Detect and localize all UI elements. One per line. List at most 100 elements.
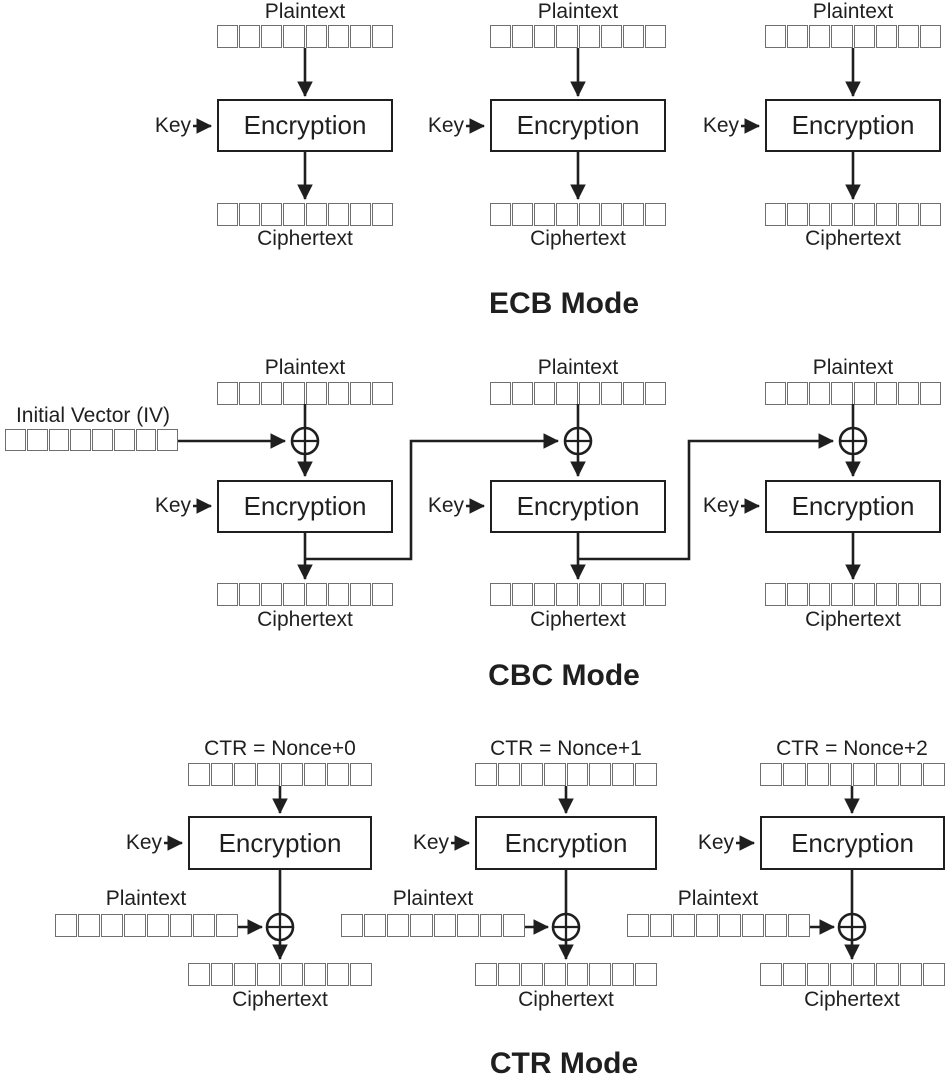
- ctr-col3-plaintext-row: [627, 914, 810, 937]
- block-cell: [217, 203, 239, 226]
- block-cell: [92, 429, 113, 451]
- ciphertext-label: Ciphertext: [530, 227, 626, 250]
- block-cell: [876, 963, 899, 986]
- block-cell: [349, 583, 371, 606]
- block-cell: [475, 963, 497, 986]
- block-cell: [897, 382, 919, 405]
- block-cell: [899, 763, 922, 786]
- plaintext-label: Plaintext: [677, 887, 759, 910]
- cbc-chain-arrow-1: [305, 433, 560, 561]
- cbc-col2-ciphertext-row: [490, 583, 666, 606]
- xor-gate: [290, 426, 320, 456]
- ctr-col1-ciphertext-row: [188, 963, 372, 986]
- plaintext-label: Plaintext: [392, 887, 474, 910]
- ctr-col3-counter-row: [760, 763, 945, 786]
- ciphertext-label: Ciphertext: [805, 227, 901, 250]
- block-cell: [124, 914, 146, 937]
- block-cell: [305, 382, 327, 405]
- cbc-col3-ciphertext-row: [765, 583, 941, 606]
- block-cell: [612, 963, 635, 986]
- block-cell: [809, 203, 831, 226]
- block-cell: [135, 429, 157, 451]
- block-cell: [364, 914, 387, 937]
- block-cell: [234, 763, 257, 786]
- block-cell: [371, 382, 393, 405]
- block-cell: [829, 963, 852, 986]
- plaintext-label: Plaintext: [105, 887, 187, 910]
- block-cell: [787, 382, 809, 405]
- block-cell: [211, 763, 234, 786]
- encryption-box: Encryption: [765, 99, 941, 152]
- block-cell: [70, 429, 91, 451]
- ctr-col2-plaintext-row: [341, 914, 525, 937]
- block-cell: [490, 583, 512, 606]
- block-cell: [899, 963, 922, 986]
- block-cell: [787, 25, 809, 48]
- block-cell: [919, 203, 941, 226]
- ctr-col1-plaintext-row: [55, 914, 238, 937]
- block-cell: [433, 914, 456, 937]
- block-cell: [283, 25, 305, 48]
- block-cell: [217, 583, 239, 606]
- block-cell: [217, 25, 239, 48]
- block-cell: [349, 382, 371, 405]
- block-cell: [305, 583, 327, 606]
- block-cell: [490, 203, 512, 226]
- block-cell: [234, 963, 257, 986]
- cbc-mode-title: CBC Mode: [488, 659, 640, 692]
- block-cell: [512, 583, 534, 606]
- block-cell: [589, 963, 612, 986]
- block-cell: [543, 963, 566, 986]
- block-cell: [147, 914, 169, 937]
- block-cell: [543, 763, 566, 786]
- block-cell: [217, 382, 239, 405]
- block-cell: [211, 963, 234, 986]
- block-cell: [556, 382, 578, 405]
- block-cell: [831, 203, 853, 226]
- block-cell: [897, 25, 919, 48]
- block-cell: [5, 429, 26, 451]
- xor-gate: [563, 426, 593, 456]
- block-cell: [534, 203, 556, 226]
- block-cell: [566, 763, 589, 786]
- plaintext-label: Plaintext: [537, 356, 619, 379]
- block-cell: [787, 203, 809, 226]
- block-cell: [765, 382, 787, 405]
- encryption-box: Encryption: [760, 816, 945, 870]
- block-cell: [919, 583, 941, 606]
- block-cell: [809, 583, 831, 606]
- block-cell: [875, 583, 897, 606]
- ecb-col2-plaintext-row: [490, 25, 666, 48]
- block-cell: [650, 914, 672, 937]
- block-cell: [853, 382, 875, 405]
- block-cell: [897, 583, 919, 606]
- block-cell: [760, 963, 783, 986]
- block-cell: [783, 763, 806, 786]
- ctr-col3-ciphertext-row: [760, 963, 945, 986]
- block-cell: [48, 429, 70, 451]
- encryption-label: Encryption: [791, 110, 915, 140]
- block-cell: [831, 382, 853, 405]
- block-cell: [305, 203, 327, 226]
- ecb-col3-plaintext-row: [765, 25, 941, 48]
- block-cell: [853, 583, 875, 606]
- block-cell: [622, 25, 644, 48]
- block-cell: [349, 763, 372, 786]
- block-cell: [589, 763, 612, 786]
- block-cell: [922, 963, 945, 986]
- block-cell: [622, 382, 644, 405]
- block-cell: [512, 25, 534, 48]
- block-cell: [919, 382, 941, 405]
- block-cell: [809, 382, 831, 405]
- block-cell: [349, 203, 371, 226]
- key-label: Key: [697, 831, 734, 854]
- block-cell: [644, 382, 666, 405]
- plaintext-label: Plaintext: [264, 0, 346, 23]
- block-cell: [612, 763, 635, 786]
- plaintext-label: Plaintext: [264, 356, 346, 379]
- block-cell: [349, 963, 372, 986]
- block-cell: [831, 25, 853, 48]
- block-cell: [512, 382, 534, 405]
- key-label: Key: [154, 494, 191, 517]
- block-cell: [875, 203, 897, 226]
